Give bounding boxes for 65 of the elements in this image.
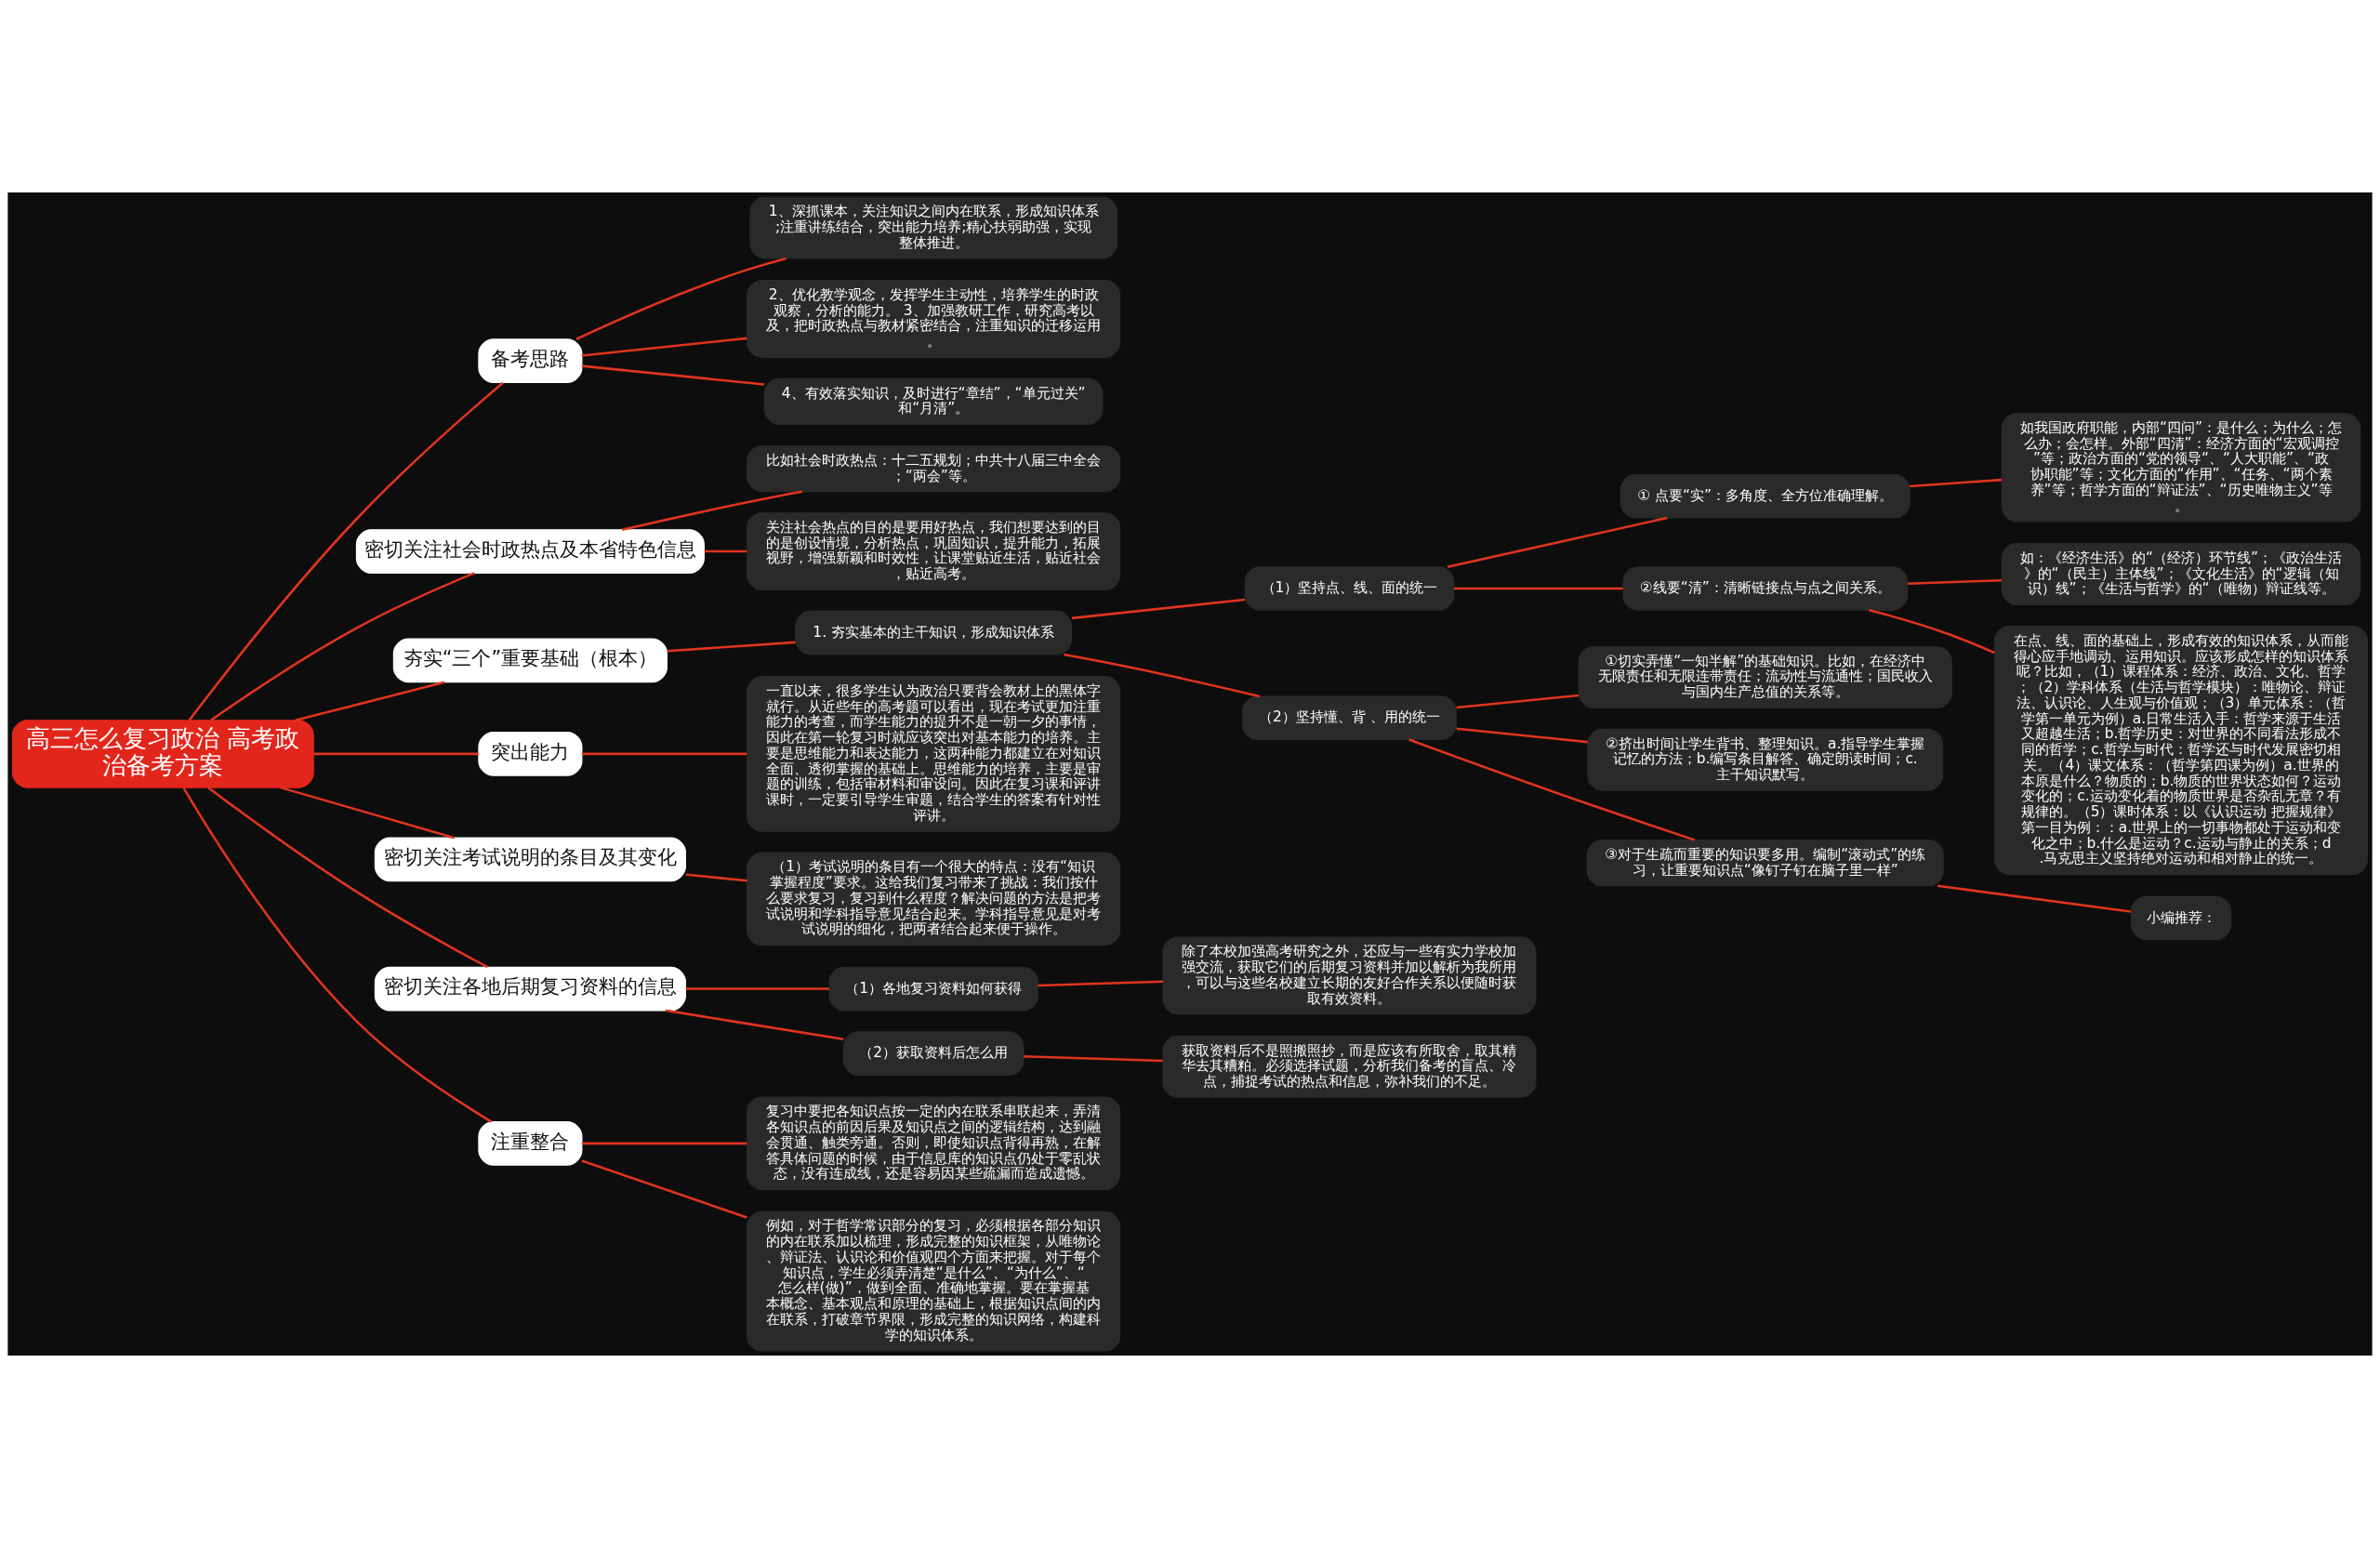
connector xyxy=(1453,587,1623,590)
connector xyxy=(1408,738,1696,841)
node-box: 如：《经济生活》的“（经济）环节线”；《政治生活》的“（民主）主体线”；《文化生活》的“逻辑（知识）线”；《生活与哲学》的“（唯物）辩证线等。 xyxy=(2001,543,2361,606)
connector xyxy=(1071,598,1246,620)
node-box: 复习中要把各知识点按一定的内在联系串联起来，弄清各知识点的前因后果及知识点之间的逻辑结构，达到融会贯通、触类旁通。否则，即使知识点背得再熟，在解答具体问题的时候，由于信息库的知识点仍处于零乱状态，没有连成线，还是容易因某些疏漏而造成遗憾。 xyxy=(747,1096,1121,1191)
connector xyxy=(182,787,493,1123)
connector xyxy=(575,257,787,340)
connector xyxy=(295,681,445,721)
node-box: 夯实“三个”重要基础（根本） xyxy=(392,638,668,683)
connector xyxy=(1447,516,1668,568)
connector xyxy=(1907,578,2003,586)
node-box: （1）坚持点、线、面的统一 xyxy=(1244,566,1455,611)
connector xyxy=(621,490,803,532)
node-box: ②挤出时间让学生背书、整理知识。a.指导学生掌握记忆的方法；b.编写条目解答、确定朗读时间；c.主干知识默写。 xyxy=(1587,728,1944,791)
connector xyxy=(1456,727,1588,744)
node-box: 除了本校加强高考研究之外，还应与一些有实力学校加强交流，获取它们的后期复习资料并加以解析为我所用，可以与这些名校建立长期的友好合作关系以便随时获取有效资料。 xyxy=(1162,936,1537,1015)
node-box: ②线要“清”：清晰链接点与点之间关系。 xyxy=(1622,566,1909,611)
node-box: 在点、线、面的基础上，形成有效的知识体系，从而能得心应手地调动、运用知识。应该形成怎样的知识体系呢？比如，（1）课程体系：经济、政治、文化、哲学；（2）学科体系（生活与哲学模块）：唯物论、辩证法、认识论、人生观与价值观；（3）单元体系：（哲学第一单元为例）a.日常生活入手：哲学来源于生活又超越生活；b.哲学历史：对世界的不同看法形成不同的哲学；c.哲学与时代：哲学还与时代发展密切相关。（4）课文体系：（哲学第四课为例）a.世界的本原是什么？物质的；b.物质的世界状态如何？运动变化的；c.运动变化着的物质世界是否杂乱无章？有规律的。（5）课时体系：以《认识运动 把握规律》第一目为例：：a.世界上的一切事物都处于运动和变化之中；b.什么是运动？c.运动与静止的关系；d.马克思主义坚持绝对运动和相对静止的统一。 xyxy=(1993,626,2369,876)
connector xyxy=(210,572,475,721)
connector xyxy=(581,1159,747,1219)
node-box: 注重整合 xyxy=(478,1121,583,1166)
node-box: （2）获取资料后怎么用 xyxy=(842,1031,1025,1076)
node-box: 小编推荐： xyxy=(2130,895,2232,941)
connector xyxy=(1910,478,2003,488)
node-box: 获取资料后不是照搬照抄，而是应该有所取舍，取其精华去其糟粕。必须选择试题，分析我们备考的盲点、冷点，捕捉考试的热点和信息，弥补我们的不足。 xyxy=(1162,1035,1537,1098)
connector xyxy=(1869,609,1995,655)
connector xyxy=(1064,653,1261,698)
node-box: 密切关注社会时政热点及本省特色信息 xyxy=(355,529,705,574)
connector xyxy=(685,987,829,990)
node-box: 2、优化教学观念，发挥学生主动性，培养学生的时政观察，分析的能力。 3、加强教研工作，研究高考以及，把时政热点与教材紧密结合，注重知识的迁移运用。 xyxy=(747,280,1121,358)
node-box: 例如，对于哲学常识部分的复习，必须根据各部分知识的内在联系加以梳理，形成完整的知识框架，从唯物论、辩证法、认识论和价值观四个方面来把握。对于每个知识点，学生必须弄清楚“是什么”、“为什么”、“怎么样(做)”，做到全面、准确地掌握。要在掌握基本概念、基本观点和原理的基础上，根据知识点间的内在联系，打破章节界限，形成完整的知识网络，构建科学的知识体系。 xyxy=(747,1211,1121,1352)
node-box: 高三怎么复习政治 高考政治备考方案 xyxy=(11,720,314,788)
connector xyxy=(667,641,796,653)
node-box: 4、有效落实知识，及时进行“章结”，“单元过关”和“月清”。 xyxy=(763,377,1104,426)
node-box: ③对于生疏而重要的知识要多用。编制“滚动式”的练习，让重要知识点“像钉子钉在脑子里一样” xyxy=(1586,840,1944,887)
connector xyxy=(1937,884,2132,913)
connector xyxy=(581,364,765,386)
node-box: 突出能力 xyxy=(478,732,583,776)
node-box: 备考思路 xyxy=(478,338,583,383)
node-box: （1）各地复习资料如何获得 xyxy=(828,966,1038,1012)
node-box: 比如社会时政热点：十二五规划；中共十八届三中全会；“两会”等。 xyxy=(747,445,1121,493)
node-box: 1. 夯实基本的主干知识，形成知识体系 xyxy=(795,610,1073,655)
node-box: 密切关注考试说明的条目及其变化 xyxy=(374,837,686,882)
connector xyxy=(1038,980,1163,987)
connector xyxy=(188,381,504,721)
connector xyxy=(665,1009,844,1041)
connector xyxy=(280,786,456,840)
connector xyxy=(581,337,747,357)
connector xyxy=(1456,694,1579,709)
node-box: （1）考试说明的条目有一个很大的特点：没有“知识掌握程度”要求。这给我们复习带来了挑战：我们按什么要求复习，复习到什么程度？解决问题的方法是把考试说明和学科指导意见结合起来。学科指导意见是对考试说明的细化，把两者结合起来便于操作。 xyxy=(747,852,1121,946)
connector xyxy=(581,1142,747,1145)
node-box: 关注社会热点的目的是要用好热点，我们想要达到的目的是创设情境，分析热点，巩固知识，提升能力，拓展视野，增强新颖和时效性，让课堂贴近生活，贴近社会，贴近高考。 xyxy=(747,512,1121,590)
node-box: 如我国政府职能，内部“四问”：是什么；为什么；怎么办；会怎样。外部“四清”：经济方面的“宏观调控”等；政治方面的“党的领导“、“人大职能”、“政协职能”等；文化方面的“作用”、“任务、“两个素养”等；哲学方面的“辩证法”、“历史唯物主义”等。 xyxy=(2001,413,2361,523)
node-box: 一直以来，很多学生认为政治只要背会教材上的黑体字就行。从近些年的高考题可以看出，现在考试更加注重能力的考查，而学生能力的提升不是一朝一夕的事情，因此在第一轮复习时就应该突出对基本能力的培养。主要是思维能力和表达能力，这两种能力都建立在对知识全面、透彻掌握的基础上。思维能力的培养，主要是审题的训练，包括审材料和审设问。因此在复习课和评讲课时，一定要引导学生审题，结合学生的答案有针对性评讲。 xyxy=(747,676,1121,832)
connector xyxy=(704,549,747,553)
node-box: ① 点要“实”：多角度、全方位准确理解。 xyxy=(1620,473,1911,519)
node-box: 密切关注各地后期复习资料的信息 xyxy=(374,966,686,1012)
connector xyxy=(685,873,747,882)
connector xyxy=(581,752,747,756)
connector xyxy=(313,752,479,756)
connector xyxy=(207,787,489,969)
connector xyxy=(1023,1054,1163,1063)
node-box: 1、深抓课本，关注知识之间内在联系，形成知识体系;注重讲练结合，突出能力培养;精心扶弱助强，实现整体推进。 xyxy=(749,196,1117,259)
node-box: （2）坚持懂、背 、用的统一 xyxy=(1242,695,1457,741)
node-box: ①切实弄懂“一知半解”的基础知识。比如，在经济中无限责任和无限连带责任；流动性与流通性；国民收入与国内生产总值的关系等。 xyxy=(1578,645,1952,708)
